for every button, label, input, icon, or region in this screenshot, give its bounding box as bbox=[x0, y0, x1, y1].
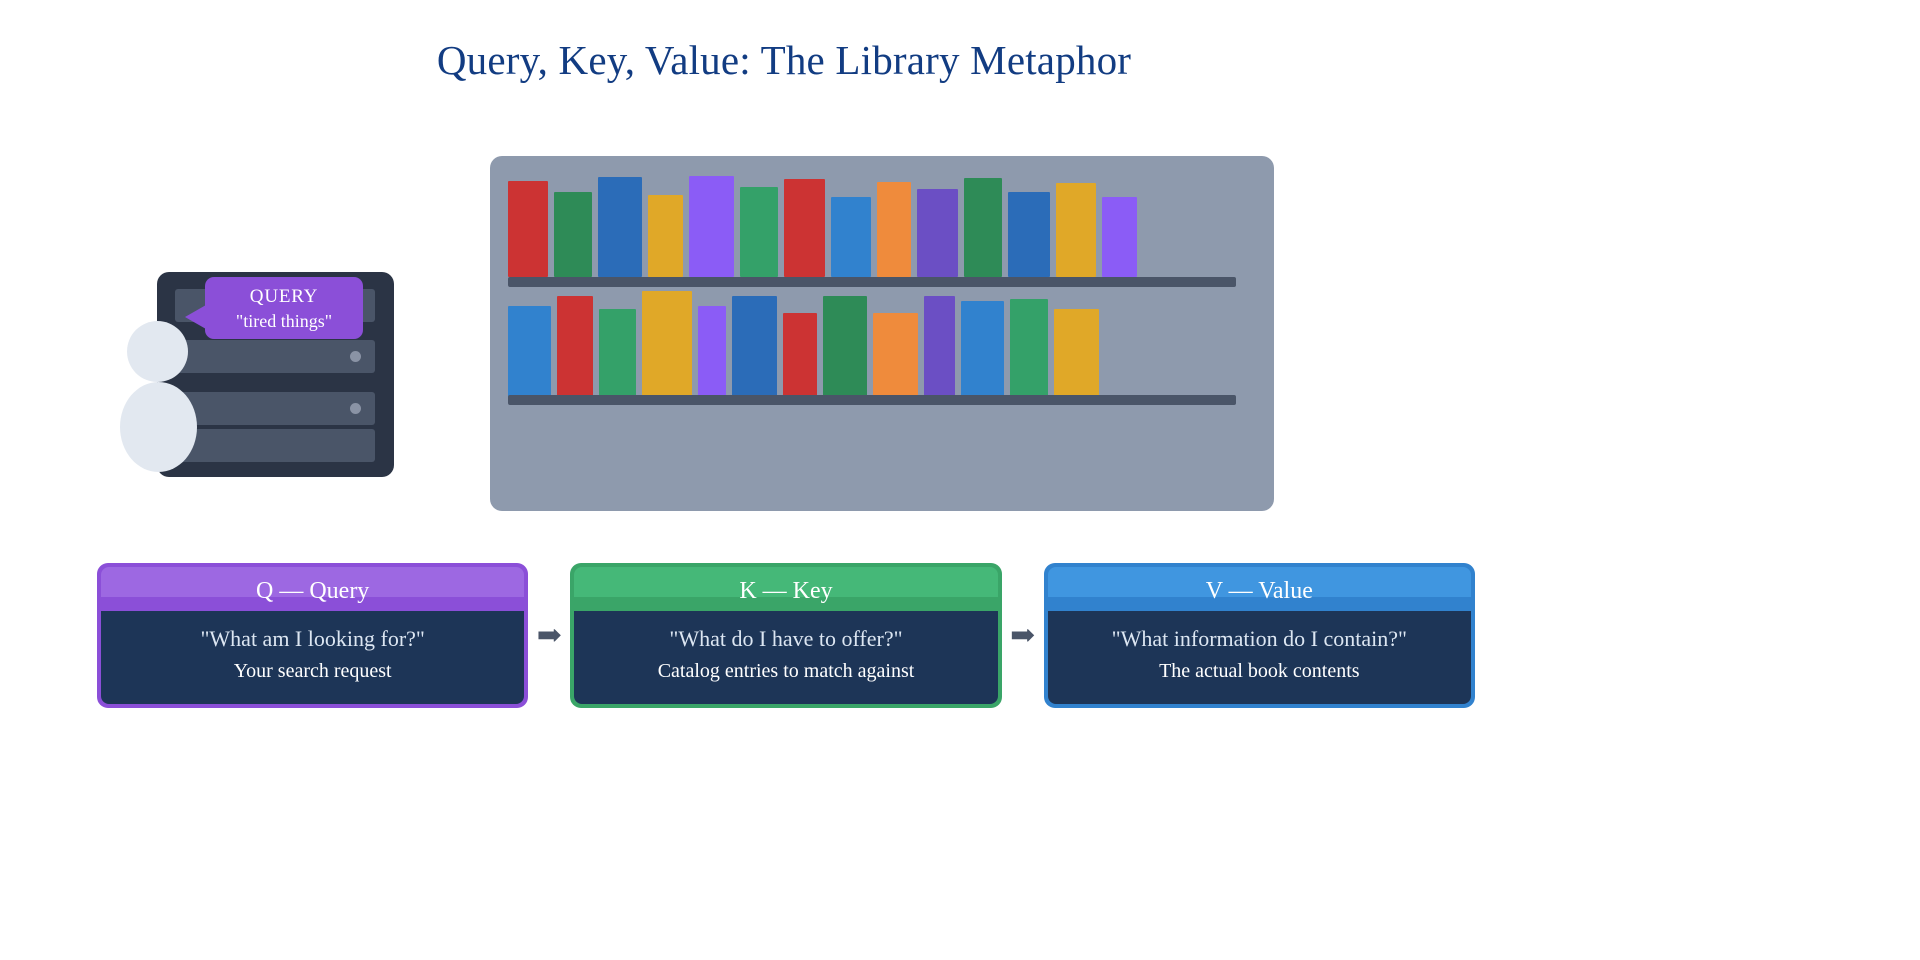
flow-arrow-icon: ➡ bbox=[536, 618, 562, 652]
flow-arrow-icon: ➡ bbox=[1010, 618, 1036, 652]
qkv-card-question-query: "What am I looking for?" bbox=[200, 626, 425, 651]
shelf-divider-bar bbox=[508, 395, 1236, 405]
book-spine bbox=[554, 192, 592, 277]
rack-slot bbox=[175, 392, 375, 425]
rack-slot bbox=[175, 429, 375, 462]
qkv-card-body-key: "What do I have to offer?" Catalog entrie… bbox=[574, 611, 998, 704]
qkv-card-question-key: "What do I have to offer?" bbox=[669, 626, 903, 651]
book-spine bbox=[1008, 192, 1050, 277]
qkv-card-query[interactable]: Q — Query "What am I looking for?" Your se… bbox=[97, 563, 529, 708]
book-spine bbox=[642, 291, 692, 399]
book-spine bbox=[964, 178, 1002, 277]
qkv-card-header-value: V — Value bbox=[1047, 567, 1471, 615]
book-spine bbox=[599, 309, 636, 399]
qkv-card-subtitle-value: The actual book contents bbox=[1159, 660, 1360, 682]
shelf-row-bottom bbox=[508, 288, 1256, 399]
rack-indicator-dot-icon bbox=[350, 403, 361, 414]
book-spine bbox=[783, 313, 817, 399]
bubble-text: "tired things" bbox=[235, 311, 333, 331]
qkv-card-row: Q — Query "What am I looking for?" Your se… bbox=[97, 563, 1475, 708]
rack-slot bbox=[175, 340, 375, 373]
book-spine bbox=[831, 197, 871, 277]
bubble-label: QUERY bbox=[249, 286, 319, 307]
book-spine bbox=[784, 179, 825, 277]
book-spine bbox=[557, 296, 593, 399]
page-title: Query, Key, Value: The Library Metaphor bbox=[0, 36, 1920, 84]
book-spine bbox=[823, 296, 867, 399]
book-spine bbox=[1056, 183, 1096, 277]
book-spine bbox=[873, 313, 918, 399]
book-spine bbox=[508, 181, 548, 277]
book-spine bbox=[732, 296, 777, 399]
qkv-card-question-value: "What information do I contain?" bbox=[1111, 626, 1407, 651]
qkv-card-body-query: "What am I looking for?" Your search requ… bbox=[101, 611, 525, 704]
library-bookshelf bbox=[490, 156, 1274, 511]
qkv-card-body-value: "What information do I contain?" The actu… bbox=[1047, 611, 1471, 704]
book-spine bbox=[689, 176, 734, 277]
book-spine bbox=[598, 177, 642, 277]
page-title-text: Query, Key, Value: The Library Metaphor bbox=[436, 37, 1132, 83]
qkv-card-header-key: K — Key bbox=[574, 567, 998, 615]
shelf-row-top bbox=[508, 170, 1256, 277]
qkv-card-subtitle-query: Your search request bbox=[233, 660, 392, 682]
book-spine bbox=[917, 189, 958, 277]
person-body-icon bbox=[120, 382, 197, 472]
book-spine bbox=[924, 296, 955, 399]
book-spine bbox=[961, 301, 1004, 399]
book-spine bbox=[648, 195, 683, 277]
book-spine bbox=[698, 306, 726, 399]
person-head-icon bbox=[127, 321, 188, 382]
query-speech-bubble: QUERY "tired things" bbox=[185, 277, 363, 339]
book-spine bbox=[877, 182, 911, 277]
rack-indicator-dot-icon bbox=[350, 351, 361, 362]
shelf-divider-bar bbox=[508, 277, 1236, 287]
book-spine bbox=[1010, 299, 1048, 399]
book-spine bbox=[1054, 309, 1099, 399]
qkv-card-key[interactable]: K — Key "What do I have to offer?" Catalog… bbox=[570, 563, 1002, 708]
qkv-card-header-query: Q — Query bbox=[101, 567, 525, 615]
qkv-card-value[interactable]: V — Value"What information do I contain?… bbox=[1043, 563, 1475, 708]
book-spine bbox=[1102, 197, 1137, 277]
qkv-card-subtitle-key: Catalog entries to match against bbox=[657, 660, 915, 682]
book-spine bbox=[740, 187, 778, 277]
book-spine bbox=[508, 306, 551, 399]
